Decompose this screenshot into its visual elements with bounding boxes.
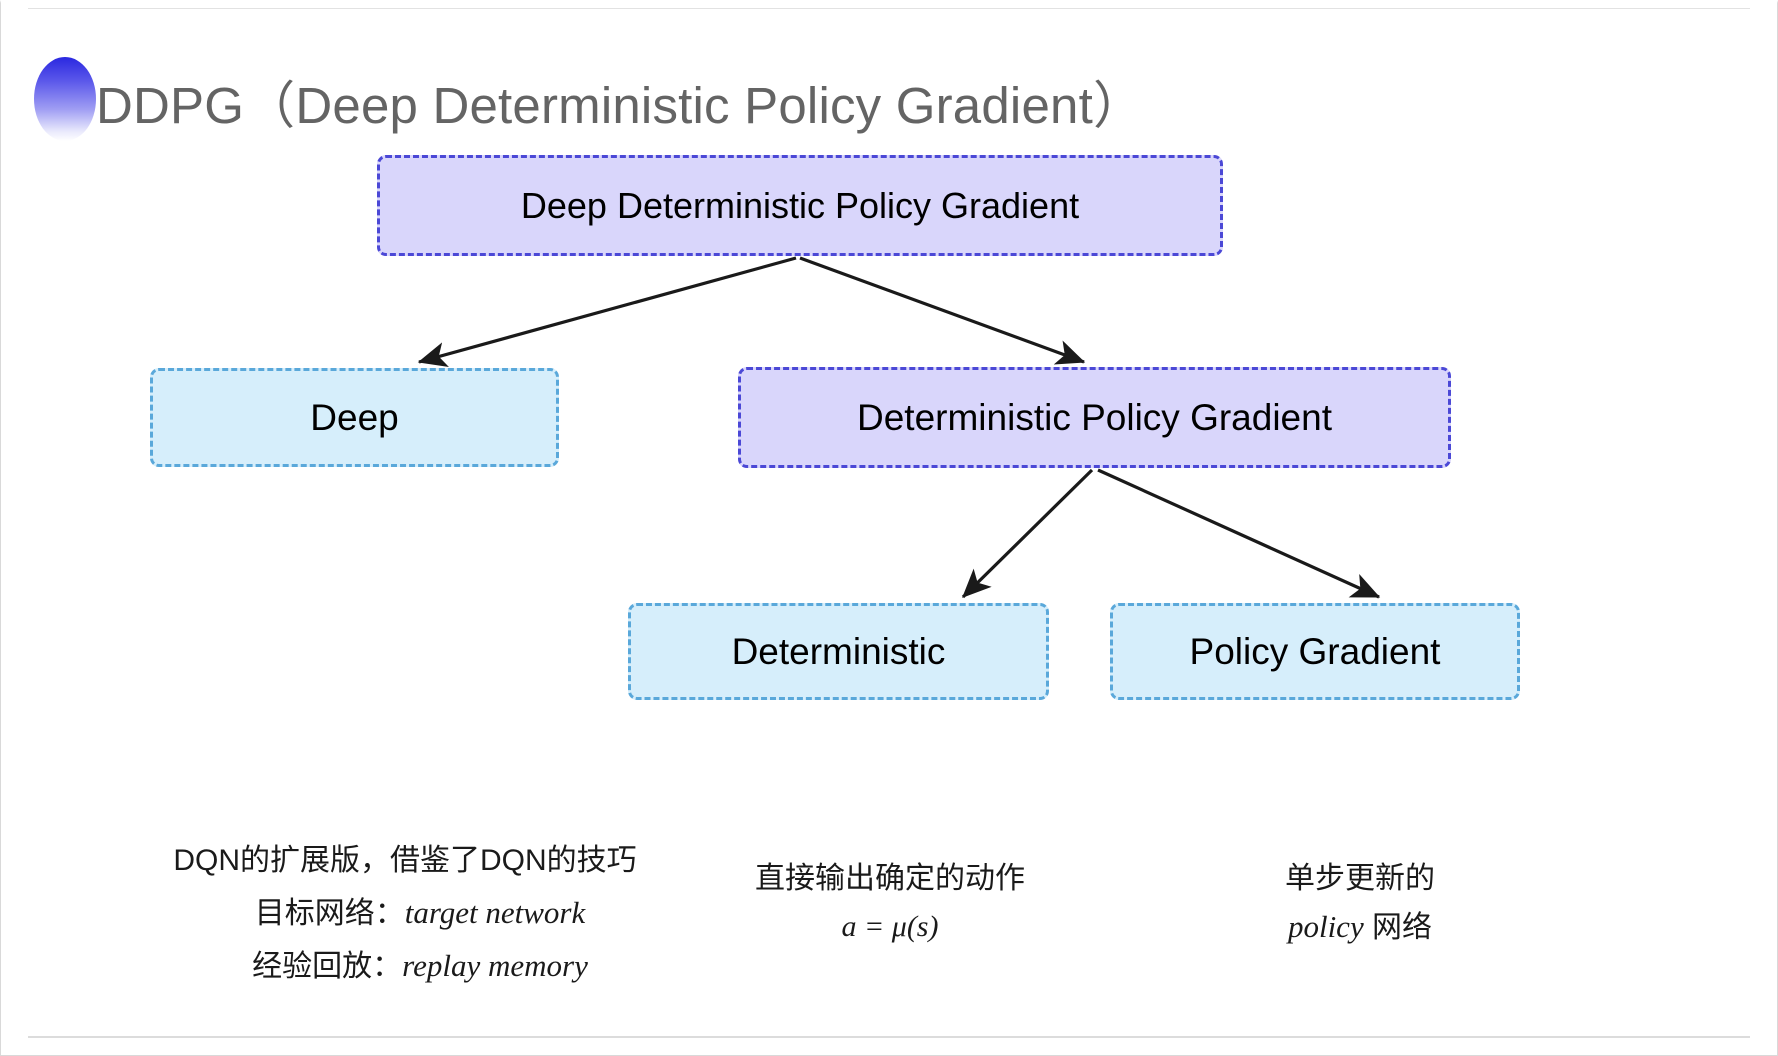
node-deterministic[interactable]: Deterministic	[628, 603, 1049, 700]
annotation-deterministic-formula: a = μ(s)	[841, 910, 939, 943]
slide-bottom-rule	[28, 1036, 1750, 1038]
annotation-deep: DQN的扩展版，借鉴了DQN的技巧 目标网络：target network 经验…	[150, 835, 660, 993]
node-label: Deterministic	[731, 630, 946, 672]
annotation-deep-line3-term: replay memory	[402, 948, 588, 983]
node-label: Deterministic Policy Gradient	[857, 396, 1332, 438]
annotation-policy-gradient-term: policy	[1287, 909, 1364, 944]
edge-root-to-dpg	[799, 256, 1086, 365]
annotation-deep-line1: DQN的扩展版，借鉴了DQN的技巧	[173, 844, 637, 877]
annotation-deep-line2: 目标网络：target network	[150, 887, 660, 940]
edge-dpg-to-deterministic	[961, 468, 1094, 599]
annotation-policy-gradient-line1: 单步更新的	[1285, 862, 1435, 895]
edge-dpg-to-policy-gradient	[1097, 468, 1381, 599]
annotation-deterministic-line1: 直接输出确定的动作	[755, 862, 1025, 895]
node-deep[interactable]: Deep	[150, 368, 559, 467]
edge-root-to-deep	[417, 256, 797, 368]
annotation-policy-gradient-suffix: 网络	[1363, 911, 1433, 944]
annotation-deterministic: 直接输出确定的动作 a = μ(s)	[740, 855, 1040, 951]
node-label: Policy Gradient	[1189, 630, 1441, 672]
annotation-policy-gradient: 单步更新的 policy 网络	[1245, 855, 1475, 952]
annotation-deep-line2-term: target network	[404, 895, 586, 930]
page-title: DDPG（Deep Deterministic Policy Gradient）	[96, 77, 1145, 134]
node-deterministic-policy-gradient[interactable]: Deterministic Policy Gradient	[738, 367, 1451, 468]
node-label: Deep Deterministic Policy Gradient	[520, 184, 1080, 226]
annotation-deep-line3-label: 经验回放：	[252, 950, 403, 983]
slide-top-rule	[28, 8, 1750, 9]
node-policy-gradient[interactable]: Policy Gradient	[1110, 603, 1520, 700]
annotation-deep-line2-label: 目标网络：	[254, 897, 405, 930]
annotation-policy-gradient-line2: policy 网络	[1245, 903, 1475, 952]
annotation-deep-line3: 经验回放：replay memory	[150, 940, 660, 993]
node-deep-deterministic-policy-gradient[interactable]: Deep Deterministic Policy Gradient	[377, 155, 1223, 256]
gradient-circle-bullet-icon	[34, 57, 96, 141]
node-label: Deep	[310, 396, 399, 438]
